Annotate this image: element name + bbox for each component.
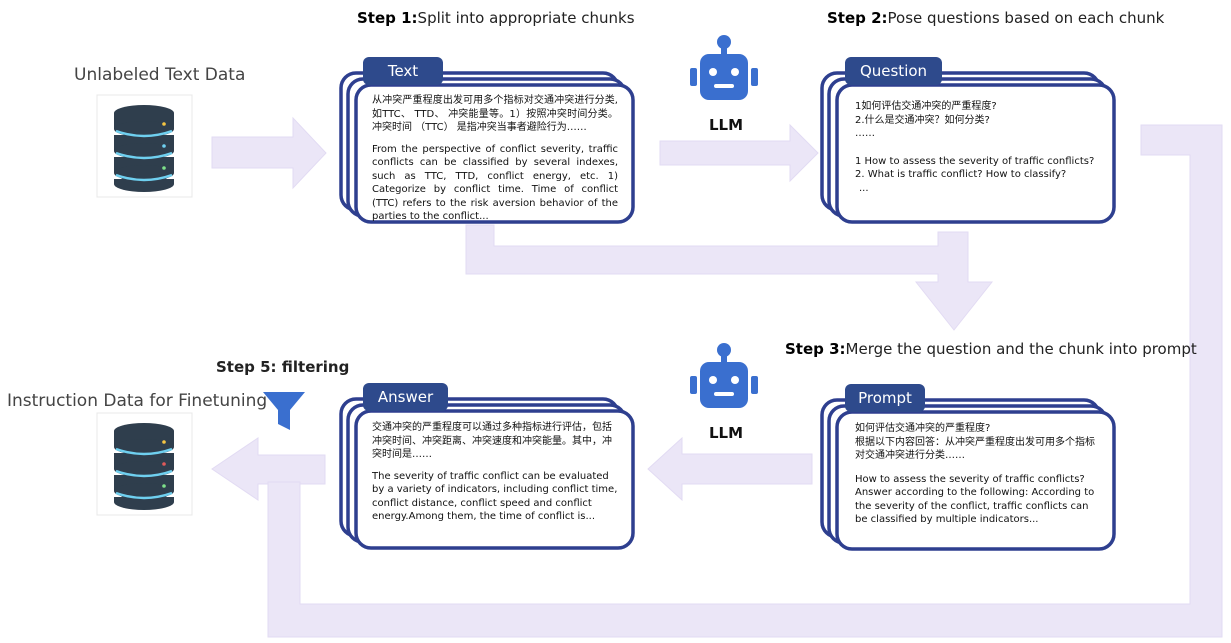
filter-icon [263,392,305,430]
question-card-content: 1如何评估交通冲突的严重程度? 2.什么是交通冲突？如何分类? …… 1 How… [855,100,1105,195]
question-card [835,83,1116,224]
llm-label-top: LLM [709,116,744,134]
question-tab-title: Question [859,62,928,80]
step-5-caption: Step 5: filtering [216,358,350,376]
question-en-3: ... [859,182,869,194]
step-1-caption: Step 1:Split into appropriate chunks [357,9,635,27]
arrow-return-loop [267,124,1223,638]
text-card [354,83,635,224]
question-zh-2: 2.什么是交通冲突？如何分类? [855,114,990,126]
prompt-tab-title: Prompt [858,389,912,407]
prompt-card-content: 如何评估交通冲突的严重程度? 根据以下内容回答：从冲突严重程度出发可用多个指标对… [855,422,1101,527]
answer-card-en: The severity of traffic conflict can be … [372,470,618,523]
text-card-en: From the perspective of conflict severit… [372,143,618,223]
answer-card [354,409,635,550]
arrow-answer-to-db [211,437,326,501]
answer-tab-title: Answer [377,388,434,406]
prompt-en-2: Answer according to the following: Accor… [855,487,1095,525]
arrow-db-to-text [211,116,327,190]
prompt-zh-1: 如何评估交通冲突的严重程度? [855,423,991,434]
text-card-content: 从冲突严重程度出发可用多个指标对交通冲突进行分类,如TTC、 TTD、 冲突能量… [372,94,618,232]
database-icon [96,412,193,516]
question-zh-1: 1如何评估交通冲突的严重程度? [855,101,997,112]
llm-label-bottom: LLM [709,424,744,442]
arrow-text-to-prompt [465,224,994,331]
answer-tab [363,383,448,411]
robot-icon [690,35,758,100]
step-3-caption: Step 3:Merge the question and the chunk … [785,340,1197,358]
text-card-zh: 从冲突严重程度出发可用多个指标对交通冲突进行分类,如TTC、 TTD、 冲突能量… [372,95,618,133]
step-2-caption: Step 2:Pose questions based on each chun… [827,9,1165,27]
arrow-prompt-to-answer [647,436,813,502]
question-en-1: 1 How to assess the severity of traffic … [855,155,1095,167]
prompt-card [835,410,1116,551]
question-tab [845,57,942,85]
question-en-2: 2. What is traffic conflict? How to clas… [855,169,1067,180]
robot-icon [690,343,758,408]
answer-card-zh: 交通冲突的严重程度可以通过多种指标进行评估，包括冲突时间、冲突距离、冲突速度和冲… [372,422,612,460]
unlabeled-data-label: Unlabeled Text Data [74,65,246,85]
text-tab [363,57,443,85]
question-zh-3: …… [855,128,875,139]
instruction-data-label: Instruction Data for Finetuning [7,391,268,411]
prompt-zh-2: 根据以下内容回答：从冲突严重程度出发可用多个指标对交通冲突进行分类…… [855,436,1095,462]
text-tab-title: Text [387,62,419,80]
prompt-tab [845,384,925,412]
arrow-text-to-question [659,123,819,183]
database-icon [96,94,193,198]
prompt-en-1: How to assess the severity of traffic co… [855,473,1085,485]
answer-card-content: 交通冲突的严重程度可以通过多种指标进行评估，包括冲突时间、冲突距离、冲突速度和冲… [372,421,618,532]
